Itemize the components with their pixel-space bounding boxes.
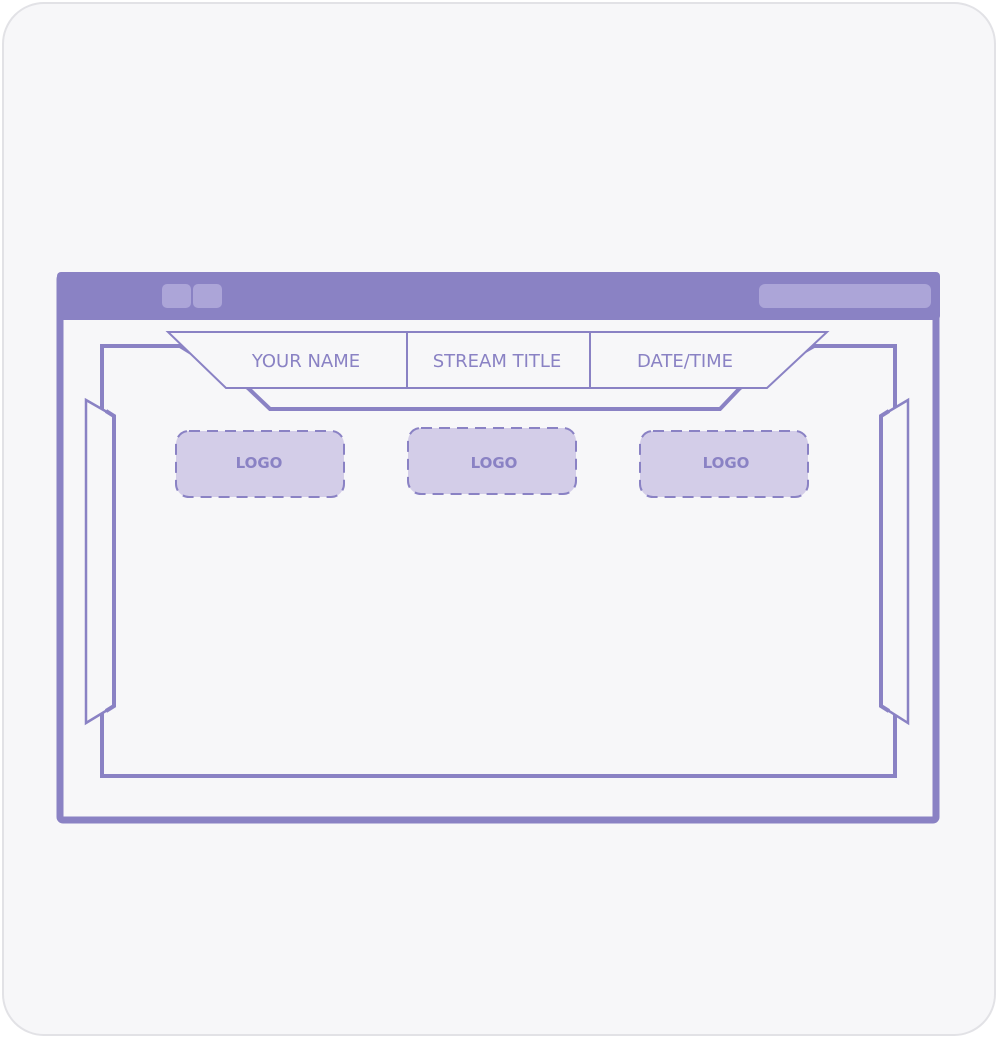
right-side-panel (879, 397, 910, 726)
header-bar-shape (165, 331, 830, 389)
overlay-frame (100, 344, 897, 778)
logo-box (175, 430, 345, 498)
logo-label: LOGO (703, 454, 750, 472)
header-info-bar: YOUR NAME STREAM TITLE DATE/TIME (165, 331, 830, 389)
logo-box (407, 427, 577, 495)
logo-placeholder-1: LOGO (175, 430, 345, 498)
window-titlebar (57, 272, 940, 320)
left-side-panel-edge (104, 409, 116, 713)
logo-label: LOGO (471, 454, 518, 472)
logo-placeholder-3: LOGO (639, 430, 809, 498)
window-tab-right (193, 284, 222, 308)
logo-placeholder-2: LOGO (407, 427, 577, 495)
left-side-panel (84, 397, 116, 726)
logo-label: LOGO (236, 454, 283, 472)
logo-box (639, 430, 809, 498)
window-tab-left (162, 284, 191, 308)
browser-window (56, 272, 940, 824)
header-field-stream-title: STREAM TITLE (433, 351, 562, 372)
right-side-panel-edge (879, 409, 891, 713)
window-address-bar (759, 284, 931, 308)
header-field-date-time: DATE/TIME (637, 351, 733, 372)
header-field-your-name: YOUR NAME (251, 351, 360, 372)
